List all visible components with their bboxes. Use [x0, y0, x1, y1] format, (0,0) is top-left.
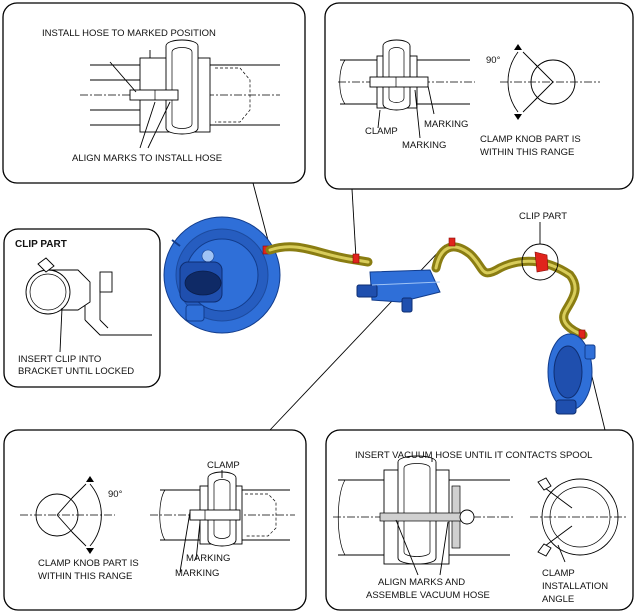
marking-left-joint — [352, 253, 360, 264]
label-knob-top-1: CLAMP KNOB PART IS — [480, 134, 581, 145]
vacuum-pump — [547, 333, 596, 415]
label-insert-vacuum-hose: INSERT VACUUM HOSE UNTIL IT CONTACTS SPO… — [355, 450, 592, 461]
vacuum-hose-right — [431, 237, 588, 340]
label-align-assemble-2: ASSEMBLE VACUUM HOSE — [366, 590, 490, 601]
label-marking-bottom-2: MARKING — [175, 568, 219, 579]
label-clamp-bottom: CLAMP — [207, 460, 240, 471]
label-install-hose: INSTALL HOSE TO MARKED POSITION — [42, 28, 216, 39]
label-clamp-angle-2: INSTALLATION — [542, 581, 608, 592]
brake-booster-assembly — [163, 216, 281, 334]
panel-clip-part: CLIP PART INSERT CLIP INTO BRACKET UNTIL… — [3, 228, 161, 388]
label-knob-bottom-2: WITHIN THIS RANGE — [38, 571, 132, 582]
label-clamp-angle-1: CLAMP — [542, 568, 575, 579]
marking-pump — [578, 329, 586, 339]
pipe-bracket-assembly — [356, 269, 441, 313]
label-angle-top: 90° — [486, 55, 501, 66]
label-knob-top-2: WITHIN THIS RANGE — [480, 147, 574, 158]
label-insert-clip-2: BRACKET UNTIL LOCKED — [18, 366, 134, 377]
clip-part-title: CLIP PART — [15, 239, 67, 250]
center-clip-part-label: CLIP PART — [519, 211, 567, 222]
label-align-assemble-1: ALIGN MARKS AND — [378, 577, 465, 588]
label-marking-top-1: MARKING — [424, 119, 468, 130]
panel-vacuum-hose-spool: INSERT VACUUM HOSE UNTIL IT CONTACTS SPO… — [325, 429, 634, 611]
label-insert-clip-1: INSERT CLIP INTO — [18, 354, 101, 365]
clip-part-red — [534, 251, 549, 273]
label-clamp-top: CLAMP — [365, 126, 398, 137]
label-align-marks: ALIGN MARKS TO INSTALL HOSE — [72, 153, 222, 164]
label-marking-top-2: MARKING — [402, 140, 446, 151]
label-clamp-angle-3: ANGLE — [542, 594, 574, 605]
vacuum-hose-left — [265, 242, 373, 267]
marking-right-joint — [448, 237, 456, 247]
label-marking-bottom-1: MARKING — [186, 553, 230, 564]
panel-clamp-bottom: 90° CLAMP KNOB PART IS WITHIN THIS RANGE… — [3, 429, 307, 611]
label-angle-bottom: 90° — [108, 489, 123, 500]
panel-clamp-top: CLAMP MARKING MARKING 90° CLAMP KNOB PAR… — [324, 2, 634, 190]
label-knob-bottom-1: CLAMP KNOB PART IS — [38, 558, 139, 569]
panel-install-hose: INSTALL HOSE TO MARKED POSITION ALIGN MA… — [2, 2, 306, 184]
clip-part-circle — [521, 243, 559, 281]
